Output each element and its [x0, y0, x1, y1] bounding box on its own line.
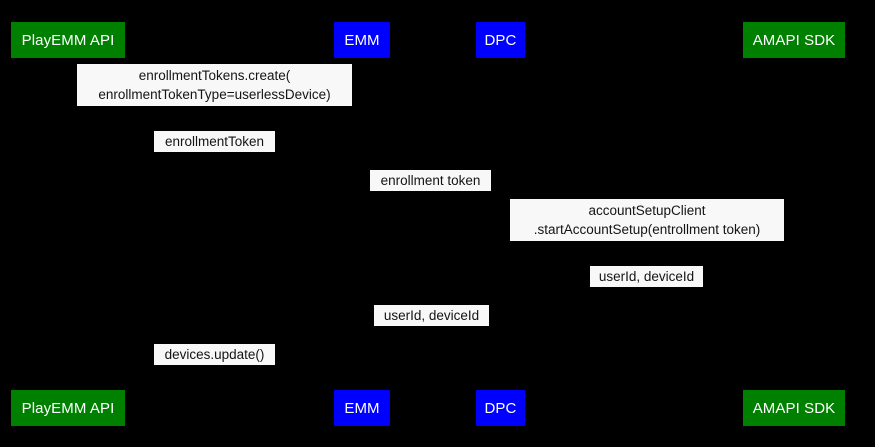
message-line: devices.update() — [164, 347, 265, 362]
message-line: userId, deviceId — [383, 308, 480, 323]
participant-top-amapi-sdk[interactable]: AMAPI SDK — [743, 22, 845, 58]
message-label-userid-deviceid-sdk-to-dpc: userId, deviceId — [590, 266, 703, 287]
participant-bottom-amapi-sdk[interactable]: AMAPI SDK — [743, 390, 845, 426]
participant-top-dpc[interactable]: DPC — [476, 22, 525, 58]
message-label-userid-deviceid-dpc-to-emm: userId, deviceId — [374, 305, 489, 326]
message-label-enrollment-token-response: enrollmentToken — [154, 131, 275, 152]
participant-top-emm[interactable]: EMM — [334, 22, 390, 58]
message-line: enrollmentToken — [164, 134, 265, 149]
message-line: .startAccountSetup(entrollment token) — [533, 222, 761, 237]
message-line: accountSetupClient — [588, 203, 706, 218]
message-label-devices-update: devices.update() — [154, 344, 275, 365]
message-label-start-account-setup: accountSetupClient .startAccountSetup(ent… — [510, 199, 784, 241]
participant-bottom-playemm-api[interactable]: PlayEMM API — [11, 390, 125, 426]
message-line: userId, deviceId — [598, 269, 695, 284]
message-label-enrollment-tokens-create: enrollmentTokens.create( enrollmentTokenT… — [77, 64, 352, 106]
participant-bottom-dpc[interactable]: DPC — [476, 390, 525, 426]
message-label-enrollment-token-transfer: enrollment token — [370, 170, 491, 191]
message-line: enrollmentTokenType=userlessDevice) — [98, 87, 331, 102]
message-line: enrollmentTokens.create( — [138, 68, 291, 83]
message-line: enrollment token — [380, 173, 481, 188]
participant-top-playemm-api[interactable]: PlayEMM API — [11, 22, 125, 58]
participant-bottom-emm[interactable]: EMM — [334, 390, 390, 426]
